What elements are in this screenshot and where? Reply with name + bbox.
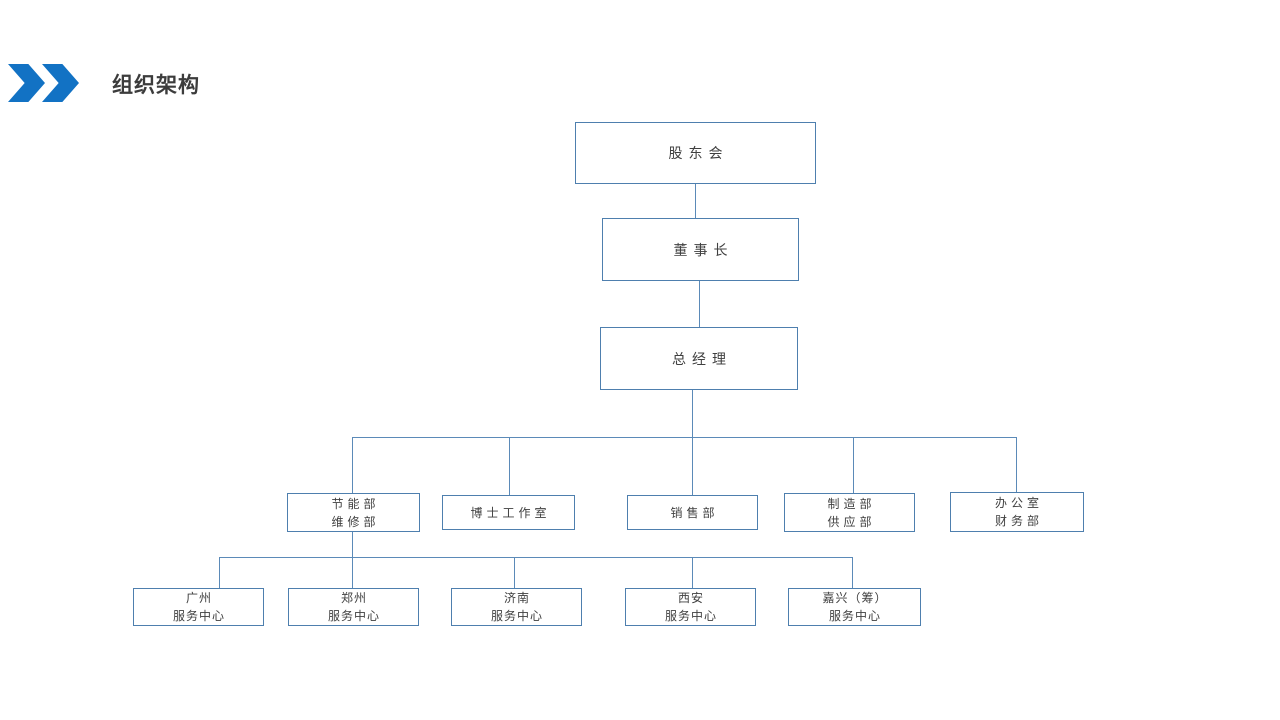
node-label: 节能部 bbox=[331, 496, 380, 511]
node-label: 股东会 bbox=[668, 145, 729, 161]
connector-drop-office bbox=[1016, 437, 1017, 493]
node-label: 郑州 bbox=[340, 591, 367, 605]
connector-drop-zhengzhou bbox=[352, 557, 353, 588]
org-node-jinan-service-center: 济南 服务中心 bbox=[451, 588, 582, 626]
node-label: 供应部 bbox=[827, 514, 876, 529]
node-label: 服务中心 bbox=[172, 609, 225, 623]
org-node-guangzhou-service-center: 广州 服务中心 bbox=[133, 588, 264, 626]
node-label: 总经理 bbox=[672, 350, 732, 367]
org-node-jiaxing-service-center: 嘉兴（筹） 服务中心 bbox=[788, 588, 921, 626]
connector-chairman-gm bbox=[699, 281, 700, 327]
org-node-doctor-studio: 博士工作室 bbox=[442, 495, 575, 530]
org-node-zhengzhou-service-center: 郑州 服务中心 bbox=[288, 588, 419, 626]
connector-centers-rail bbox=[219, 557, 853, 558]
node-label: 销售部 bbox=[670, 505, 719, 520]
connector-drop-guangzhou bbox=[219, 557, 220, 588]
connector-drop-jiaxing bbox=[852, 557, 853, 588]
node-label: 广州 bbox=[185, 591, 212, 605]
node-label: 服务中心 bbox=[327, 609, 380, 623]
org-node-office-finance-dept: 办公室 财务部 bbox=[950, 492, 1084, 532]
node-label: 服务中心 bbox=[828, 609, 881, 623]
org-node-xian-service-center: 西安 服务中心 bbox=[625, 588, 756, 626]
org-node-sales-dept: 销售部 bbox=[627, 495, 758, 530]
node-label: 办公室 bbox=[994, 496, 1043, 510]
node-label: 嘉兴（筹） bbox=[822, 591, 888, 605]
node-label: 财务部 bbox=[994, 514, 1043, 528]
org-node-chairman: 董事长 bbox=[602, 218, 799, 281]
node-label: 董事长 bbox=[673, 241, 734, 258]
node-label: 维修部 bbox=[331, 514, 380, 529]
connector-gm-down bbox=[692, 390, 693, 437]
node-label: 西安 bbox=[677, 591, 704, 605]
connector-drop-xian bbox=[692, 557, 693, 588]
node-label: 制造部 bbox=[827, 496, 876, 511]
connector-drop-jinan bbox=[514, 557, 515, 588]
org-node-energy-maintenance-dept: 节能部 维修部 bbox=[287, 493, 420, 532]
node-label: 服务中心 bbox=[490, 609, 543, 623]
chevron-right-icon bbox=[42, 64, 79, 102]
connector-drop-sales bbox=[692, 437, 693, 495]
chevron-right-icon bbox=[8, 64, 45, 102]
connector-depts-rail bbox=[352, 437, 1017, 438]
connector-drop-energy bbox=[352, 437, 353, 493]
connector-shareholders-chairman bbox=[695, 184, 696, 218]
connector-drop-doctor bbox=[509, 437, 510, 495]
node-label: 服务中心 bbox=[664, 609, 717, 623]
connector-drop-mfg bbox=[853, 437, 854, 493]
org-node-shareholders: 股东会 bbox=[575, 122, 816, 184]
org-node-manufacturing-supply-dept: 制造部 供应部 bbox=[784, 493, 915, 532]
org-node-general-manager: 总经理 bbox=[600, 327, 798, 390]
node-label: 博士工作室 bbox=[470, 505, 551, 520]
connector-energy-down bbox=[352, 532, 353, 557]
node-label: 济南 bbox=[503, 591, 530, 605]
page-title: 组织架构 bbox=[112, 74, 200, 97]
